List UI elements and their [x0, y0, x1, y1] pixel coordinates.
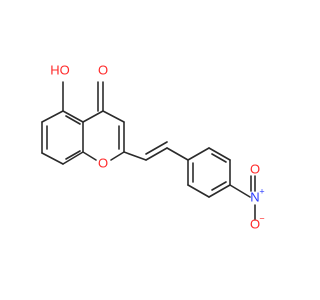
bond-b1: [82, 110, 104, 123]
ketone-oxygen-label: O: [98, 62, 108, 77]
bond-v3: [166, 147, 189, 161]
bond-a5: [62, 151, 84, 165]
nitro-oxygen-charge: −: [259, 213, 264, 223]
nitro-oxygen-top-label: O: [250, 161, 260, 176]
bond-b4: [110, 151, 125, 161]
bond-v2: [145, 147, 168, 161]
ring-oxygen-label: O: [98, 155, 108, 170]
bond-p-inner-2: [211, 181, 227, 191]
bond-p5: [187, 184, 210, 198]
hydroxyl-label: HO: [50, 62, 70, 77]
bond-p-inner-1: [211, 153, 227, 163]
bond-v2-inner: [145, 141, 168, 155]
bond-a4: [41, 152, 64, 165]
bond-a-inner-2: [65, 150, 81, 160]
nitrogen-charge: +: [259, 186, 264, 196]
molecule-canvas: HO O O N O O + −: [41, 62, 265, 232]
bond-cn: [229, 184, 251, 198]
bond-b2: [102, 110, 125, 123]
bond-a-inner-3: [65, 115, 81, 125]
bond-p1: [187, 147, 210, 161]
bond-v1: [123, 151, 147, 161]
bond-a2: [41, 110, 64, 123]
bond-b5: [82, 151, 97, 161]
molecule-structure: HO O O N O O + −: [41, 62, 265, 231]
bond-p2: [208, 147, 231, 161]
bond-a1: [62, 110, 84, 123]
nitrogen-label: N: [250, 189, 259, 204]
nitro-oxygen-bottom-label: O: [250, 216, 260, 231]
bond-p4: [208, 184, 231, 198]
